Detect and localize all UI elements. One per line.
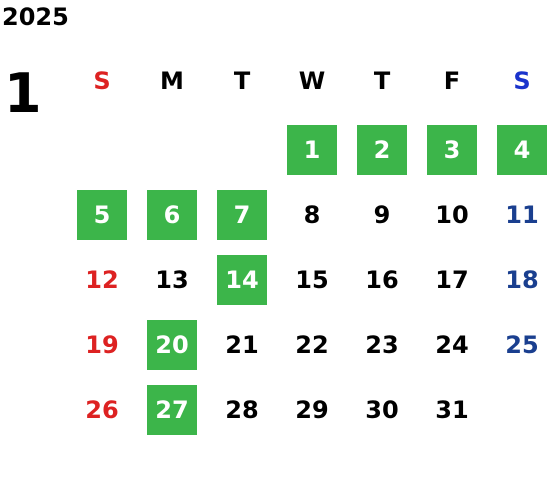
day-cell-25[interactable]: 25 (505, 331, 539, 359)
weekday-label-0: S (93, 67, 111, 95)
day-cell-30[interactable]: 30 (365, 396, 399, 424)
year-label: 2025 (2, 3, 69, 31)
day-cell-23[interactable]: 23 (365, 331, 399, 359)
day-cell-4[interactable]: 4 (497, 125, 547, 175)
day-cell-7[interactable]: 7 (217, 190, 267, 240)
weekday-label-2: T (233, 67, 251, 95)
weekday-label-1: M (160, 67, 184, 95)
day-cell-20[interactable]: 20 (147, 320, 197, 370)
month-number: 1 (4, 62, 42, 125)
day-cell-16[interactable]: 16 (365, 266, 399, 294)
day-cell-29[interactable]: 29 (295, 396, 329, 424)
weekday-label-5: F (443, 67, 461, 95)
day-cell-21[interactable]: 21 (225, 331, 259, 359)
day-cell-10[interactable]: 10 (435, 201, 469, 229)
day-cell-1[interactable]: 1 (287, 125, 337, 175)
day-cell-9[interactable]: 9 (373, 201, 391, 229)
day-cell-19[interactable]: 19 (85, 331, 119, 359)
day-cell-8[interactable]: 8 (303, 201, 321, 229)
day-cell-15[interactable]: 15 (295, 266, 329, 294)
day-cell-26[interactable]: 26 (85, 396, 119, 424)
weekday-label-6: S (513, 67, 531, 95)
day-cell-11[interactable]: 11 (505, 201, 539, 229)
day-cell-24[interactable]: 24 (435, 331, 469, 359)
day-cell-27[interactable]: 27 (147, 385, 197, 435)
day-cell-12[interactable]: 12 (85, 266, 119, 294)
day-cell-31[interactable]: 31 (435, 396, 469, 424)
day-cell-18[interactable]: 18 (505, 266, 539, 294)
day-cell-14[interactable]: 14 (217, 255, 267, 305)
day-cell-2[interactable]: 2 (357, 125, 407, 175)
weekday-label-3: W (298, 67, 326, 95)
weekday-label-4: T (373, 67, 391, 95)
day-cell-13[interactable]: 13 (155, 266, 189, 294)
day-cell-28[interactable]: 28 (225, 396, 259, 424)
day-cell-3[interactable]: 3 (427, 125, 477, 175)
day-cell-17[interactable]: 17 (435, 266, 469, 294)
day-cell-5[interactable]: 5 (77, 190, 127, 240)
day-cell-6[interactable]: 6 (147, 190, 197, 240)
day-cell-22[interactable]: 22 (295, 331, 329, 359)
